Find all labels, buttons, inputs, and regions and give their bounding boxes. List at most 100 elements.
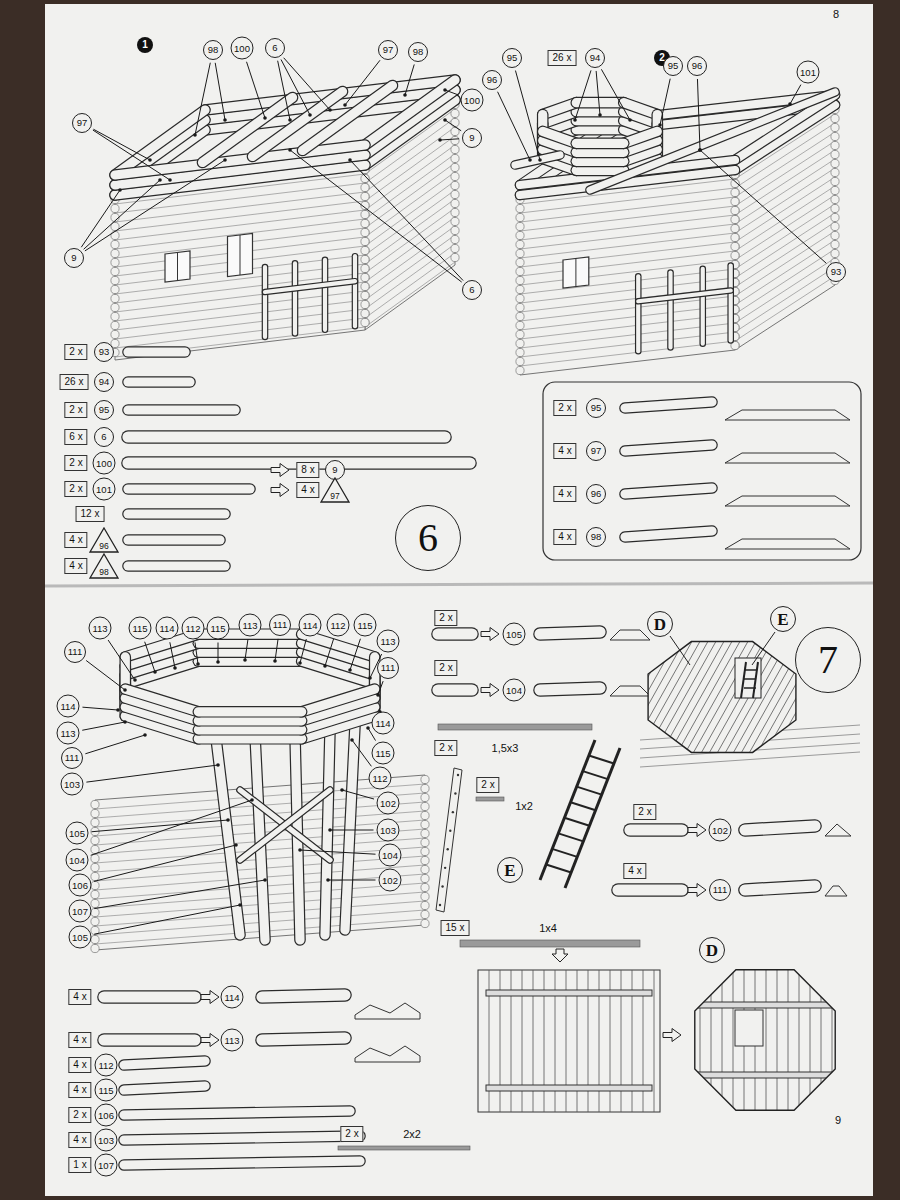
label-text: 26 x [553, 53, 572, 63]
floor-hatch [574, 620, 664, 780]
log-end [831, 150, 839, 158]
log-end [111, 267, 119, 275]
log-outline [635, 276, 642, 351]
log-outline [124, 1086, 205, 1090]
label-text: 103 [380, 825, 396, 835]
ladder-rung [744, 678, 756, 680]
log-end [361, 309, 369, 317]
log-end [831, 123, 839, 131]
log-outline [253, 92, 343, 157]
leader-line [278, 61, 290, 120]
leader-line [350, 160, 463, 281]
label-text: 2x2 [403, 1129, 421, 1140]
floor-hatch [750, 620, 840, 780]
callout-number: 112 [182, 617, 205, 640]
log-end [731, 206, 739, 214]
profile-outline [355, 1003, 420, 1019]
label-text: 102 [382, 875, 398, 885]
log-end [831, 231, 839, 239]
ladder-rung [744, 669, 756, 671]
log-end [91, 800, 99, 808]
callout-number: 111 [709, 879, 731, 901]
leader-dot [443, 118, 447, 122]
log-body [323, 260, 327, 330]
quantity-box: 4 x [64, 532, 87, 548]
drawing [91, 80, 872, 1165]
leader-line [328, 880, 376, 881]
label-text: 4 x [558, 489, 571, 499]
leader-dot [298, 848, 302, 852]
leader-line [86, 765, 218, 782]
strip-ladder [436, 768, 462, 912]
log-body [128, 405, 235, 414]
log-end [361, 300, 369, 308]
arrow-symbol [663, 1029, 681, 1042]
log-end [361, 192, 369, 200]
quantity-box: 4 x [68, 1057, 91, 1073]
log-end [91, 890, 99, 898]
log-end [451, 172, 459, 180]
label-text: 2 x [73, 1110, 86, 1120]
log-body [124, 1161, 360, 1165]
log-body [263, 267, 267, 337]
callout-number: 102 [709, 819, 732, 842]
log-end [831, 186, 839, 194]
log-outline [576, 97, 623, 109]
label-text: 114 [60, 701, 75, 711]
floor-hatch [718, 620, 808, 780]
floor-hatch [654, 620, 744, 780]
plank-line [654, 970, 655, 1112]
strip-bar [438, 724, 592, 730]
quantity-box: 26 x [60, 374, 89, 390]
log-end [421, 811, 429, 819]
leader-dot [196, 662, 200, 666]
label-text: 103 [64, 779, 80, 789]
triangle-outline [321, 478, 349, 502]
log-end [361, 192, 369, 200]
callout-number: 95 [663, 56, 683, 76]
log-body [124, 1086, 205, 1090]
wall-log-line [735, 240, 835, 305]
callout-number: 111 [64, 641, 86, 663]
label-text: 98 [591, 532, 602, 542]
label-text: 6 [469, 285, 474, 295]
label-text: 114 [302, 620, 317, 630]
label-text: 2 x [69, 484, 82, 494]
wall-log-line [365, 262, 455, 327]
leader-line [440, 139, 459, 140]
floor-hatch [662, 620, 752, 780]
floor-hatch [622, 620, 712, 780]
wall-log-line [365, 244, 455, 309]
wall-log-line [735, 222, 835, 287]
log-outline [124, 1136, 360, 1140]
log-body [625, 531, 712, 537]
leader-line [697, 79, 700, 150]
leader-line [596, 71, 600, 115]
log-end [516, 285, 524, 293]
log-end [91, 944, 99, 952]
leader-line [284, 58, 330, 110]
leader-dot [298, 661, 302, 665]
plank-line [777, 964, 778, 1116]
wall-log-line [365, 235, 455, 300]
log-end [91, 854, 99, 862]
strip-bar [460, 940, 640, 947]
log-end [361, 264, 369, 272]
log-end [731, 251, 739, 259]
log-outline [625, 488, 712, 494]
log-end [451, 145, 459, 153]
label-text: 4 x [73, 1085, 86, 1095]
arrow-symbol [271, 464, 289, 477]
callout-number: 103 [61, 773, 84, 796]
leader-dot [216, 660, 220, 664]
label-text: 112 [185, 623, 200, 633]
label-text: 104 [382, 850, 398, 860]
callout-number: 101 [93, 478, 116, 501]
wall-log-line [365, 154, 455, 219]
leader-line [93, 130, 170, 180]
quantity-box: 2 x [68, 1107, 91, 1123]
wall-log-line [735, 213, 835, 278]
arrow-symbol [688, 824, 706, 837]
leader-dot [308, 113, 312, 117]
log-end [451, 253, 459, 261]
